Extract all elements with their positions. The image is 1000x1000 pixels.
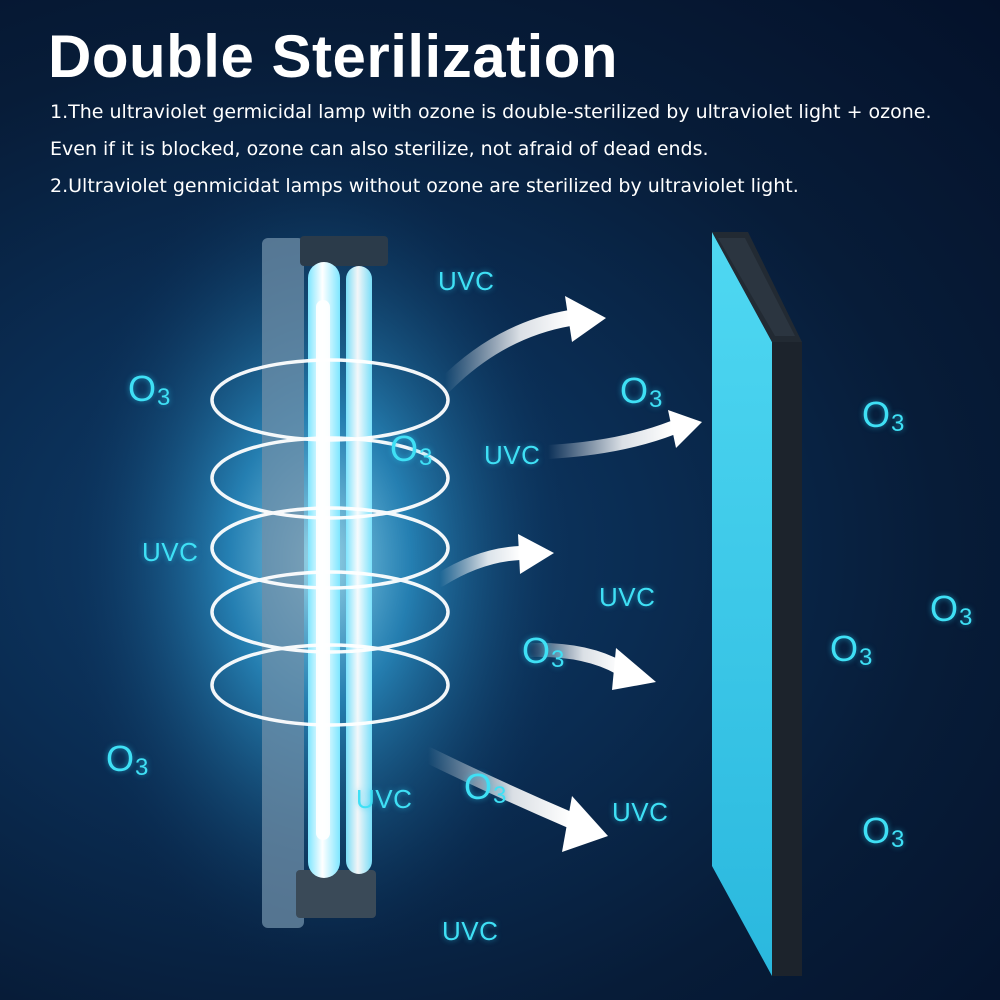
uv-ring xyxy=(210,436,450,520)
arrow xyxy=(433,546,527,587)
lamp-base-bottom xyxy=(296,870,376,918)
ozone-label: O3 xyxy=(390,428,433,471)
uv-ring xyxy=(210,506,450,590)
uv-rings xyxy=(210,358,450,727)
ozone-label: O3 xyxy=(930,588,973,631)
uv-ring xyxy=(210,643,450,727)
uvc-label: UVC xyxy=(599,582,656,612)
panel-face xyxy=(712,232,772,976)
arrow xyxy=(437,310,578,393)
ozone-label: O3 xyxy=(106,738,149,781)
ozone-label: O3 xyxy=(522,630,565,673)
uvc-label: UVC xyxy=(142,537,199,567)
arrow-head xyxy=(562,796,608,852)
arrow xyxy=(541,421,679,459)
uv-ring xyxy=(210,570,450,654)
lamp-tube-right xyxy=(346,266,372,874)
page-title: Double Sterilization xyxy=(48,23,619,90)
uvc-label: UVC xyxy=(442,916,499,946)
ozone-label: O3 xyxy=(128,368,171,411)
tube-core xyxy=(316,300,330,840)
description-line: 1.The ultraviolet germicidal lamp with o… xyxy=(50,101,932,123)
panel-side xyxy=(772,342,802,976)
uv-lamp xyxy=(262,236,388,928)
ozone-label: O3 xyxy=(830,628,873,671)
arrow-head xyxy=(565,296,606,342)
uvc-label: UVC xyxy=(484,440,541,470)
uvc-label: UVC xyxy=(438,266,495,296)
panel-dark-top xyxy=(718,238,795,336)
ozone-label: O3 xyxy=(620,370,663,413)
lamp-mount xyxy=(262,238,304,928)
ozone-label: O3 xyxy=(464,766,507,809)
description: 1.The ultraviolet germicidal lamp with o… xyxy=(50,94,990,205)
arrow-head xyxy=(612,648,656,690)
uvc-label: UVC xyxy=(356,784,413,814)
uv-ring xyxy=(210,358,450,442)
arrow xyxy=(420,747,578,828)
description-line: 2.Ultraviolet genmicidat lamps without o… xyxy=(50,175,799,197)
ozone-label: O3 xyxy=(862,394,905,437)
arrows xyxy=(420,296,702,852)
description-line: Even if it is blocked, ozone can also st… xyxy=(50,138,709,160)
arrow-head xyxy=(518,534,554,574)
arrow xyxy=(521,642,627,675)
uvc-label: UVC xyxy=(612,797,669,827)
arrow-head xyxy=(668,410,702,448)
ozone-label: O3 xyxy=(862,810,905,853)
target-panel xyxy=(712,232,802,976)
lamp-base-top xyxy=(300,236,388,266)
